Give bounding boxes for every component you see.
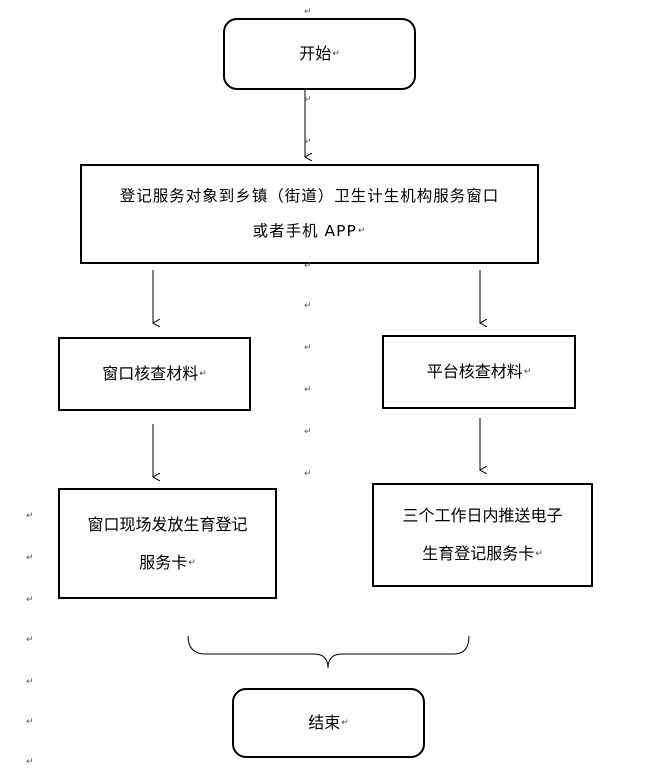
paragraph-mark-icon: ↵ (304, 427, 312, 437)
window-issue-node: 窗口现场发放生育登记 服务卡↵ (58, 488, 277, 599)
paragraph-mark-icon: ↵ (26, 595, 34, 605)
window-issue-label-line2: 服务卡 (139, 552, 188, 572)
paragraph-mark-icon: ↵ (304, 261, 312, 271)
platform-check-label: 平台核查材料 (426, 362, 523, 381)
submit-label-line2: 或者手机 APP (252, 222, 357, 240)
merge-brace (187, 635, 470, 669)
window-check-label: 窗口核查材料 (102, 364, 199, 383)
end-label: 结束 (308, 713, 341, 732)
paragraph-mark-icon: ↵ (332, 49, 340, 59)
platform-issue-label-line1: 三个工作日内推送电子 (402, 506, 563, 525)
start-label: 开始 (299, 44, 332, 63)
paragraph-mark-icon: ↵ (26, 511, 34, 521)
paragraph-mark-icon: ↵ (304, 7, 312, 17)
paragraph-mark-icon: ↵ (304, 469, 312, 479)
platform-issue-node: 三个工作日内推送电子 生育登记服务卡↵ (372, 483, 593, 587)
paragraph-mark-icon: ↵ (357, 226, 367, 236)
paragraph-mark-icon: ↵ (304, 95, 312, 105)
paragraph-mark-icon: ↵ (26, 677, 34, 687)
platform-check-node: 平台核查材料↵ (382, 335, 576, 409)
paragraph-mark-icon: ↵ (304, 385, 312, 395)
paragraph-mark-icon: ↵ (304, 343, 312, 353)
submit-label-line1: 登记服务对象到乡镇（街道）卫生计生机构服务窗口 (119, 186, 500, 205)
start-node: 开始↵ (223, 18, 416, 90)
window-issue-label-line1: 窗口现场发放生育登记 (87, 514, 248, 534)
paragraph-mark-icon: ↵ (26, 553, 34, 563)
paragraph-mark-icon: ↵ (26, 635, 34, 645)
paragraph-mark-icon: ↵ (199, 369, 207, 379)
paragraph-mark-icon: ↵ (26, 717, 34, 727)
paragraph-mark-icon: ↵ (535, 549, 543, 559)
end-node: 结束↵ (232, 688, 425, 758)
paragraph-mark-icon: ↵ (523, 367, 532, 377)
paragraph-mark-icon: ↵ (304, 137, 312, 147)
paragraph-mark-icon: ↵ (26, 757, 34, 767)
platform-issue-label-line2: 生育登记服务卡 (422, 544, 535, 563)
paragraph-mark-icon: ↵ (304, 301, 312, 311)
paragraph-mark-icon: ↵ (188, 557, 196, 568)
paragraph-mark-icon: ↵ (341, 718, 349, 728)
window-check-node: 窗口核查材料↵ (58, 337, 251, 411)
submit-node: 登记服务对象到乡镇（街道）卫生计生机构服务窗口 或者手机 APP↵ (80, 164, 539, 264)
